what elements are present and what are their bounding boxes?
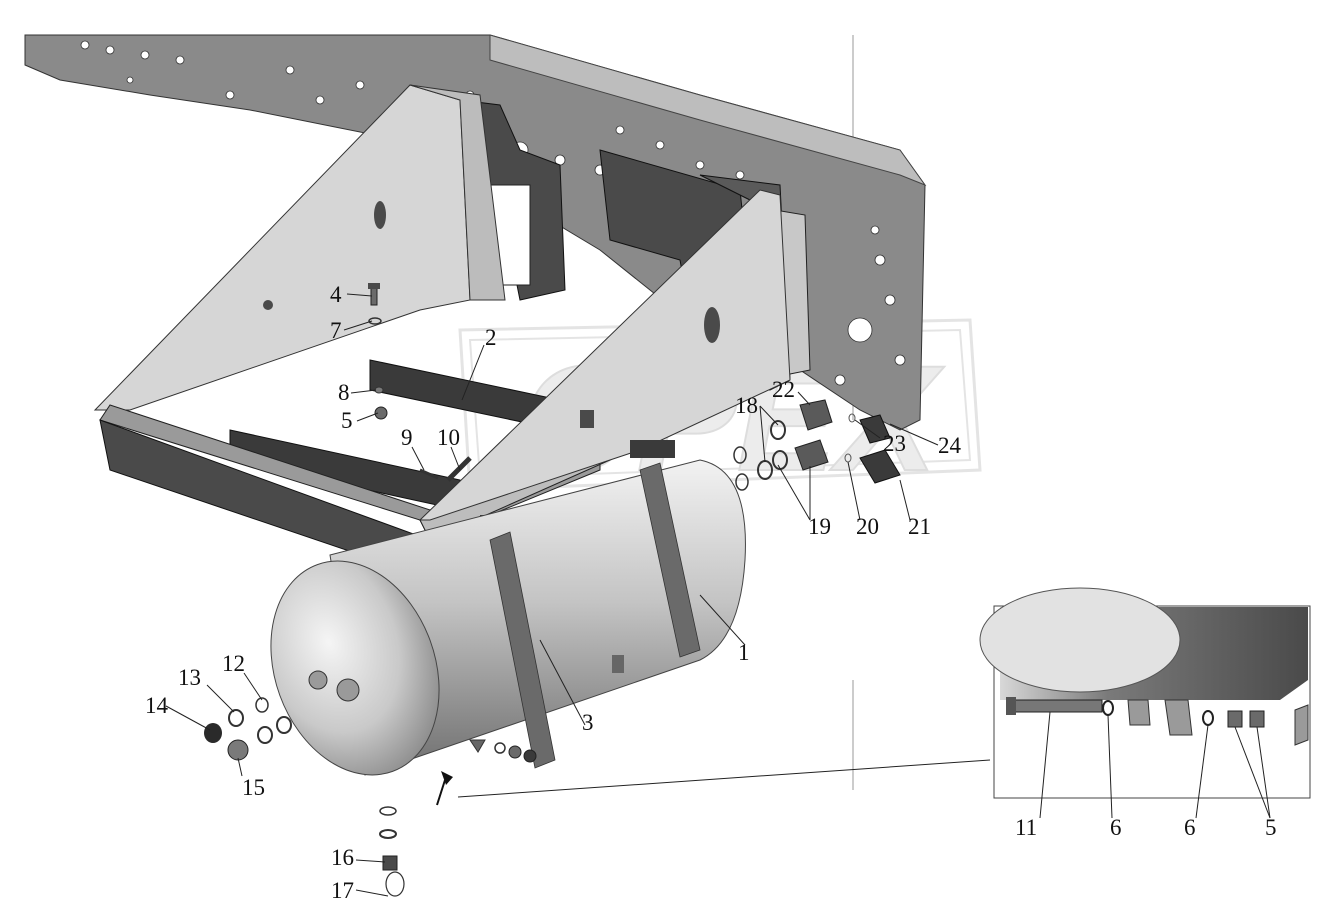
tank-side-fittings bbox=[494, 742, 537, 763]
callout-14: 14 bbox=[145, 693, 169, 718]
callout-1: 1 bbox=[738, 640, 750, 665]
inset-callout-6a: 6 bbox=[1110, 815, 1122, 840]
callout-5: 5 bbox=[341, 408, 353, 433]
air-tank bbox=[270, 459, 746, 776]
callout-20: 20 bbox=[856, 514, 879, 539]
fasteners bbox=[368, 283, 472, 482]
inset-callout-5: 5 bbox=[1265, 815, 1277, 840]
callout-8: 8 bbox=[338, 380, 350, 405]
leader-lines bbox=[165, 293, 1271, 897]
callout-labels: 1 2 3 4 5 7 8 9 10 12 13 14 15 16 17 18 … bbox=[145, 282, 1277, 903]
callout-15: 15 bbox=[242, 775, 265, 800]
callout-9: 9 bbox=[401, 425, 413, 450]
bottom-drain-parts bbox=[379, 806, 405, 897]
callout-12: 12 bbox=[222, 651, 245, 676]
triangular-bracket-left bbox=[93, 84, 506, 411]
callout-17: 17 bbox=[331, 878, 354, 903]
callout-7: 7 bbox=[330, 318, 342, 343]
triangular-bracket-right bbox=[418, 189, 791, 521]
callout-3: 3 bbox=[582, 710, 594, 735]
inset-callout-11: 11 bbox=[1015, 815, 1037, 840]
tank-clamp-block-right bbox=[630, 440, 675, 458]
inset-callout-6b: 6 bbox=[1184, 815, 1196, 840]
callout-24: 24 bbox=[938, 433, 962, 458]
callout-18: 18 bbox=[735, 393, 758, 418]
callout-10: 10 bbox=[437, 425, 460, 450]
drain-valve-parts bbox=[204, 697, 292, 761]
callout-19: 19 bbox=[808, 514, 831, 539]
callout-16: 16 bbox=[331, 845, 354, 870]
chassis-frame-rail bbox=[24, 34, 927, 431]
callout-22: 22 bbox=[772, 377, 795, 402]
callout-4: 4 bbox=[330, 282, 342, 307]
callout-13: 13 bbox=[178, 665, 201, 690]
pipe-fittings bbox=[733, 399, 901, 491]
inset-detail-view bbox=[979, 587, 1311, 799]
callout-23: 23 bbox=[883, 431, 906, 456]
callout-21: 21 bbox=[908, 514, 931, 539]
arrow-icon bbox=[436, 759, 991, 806]
callout-2: 2 bbox=[485, 325, 497, 350]
